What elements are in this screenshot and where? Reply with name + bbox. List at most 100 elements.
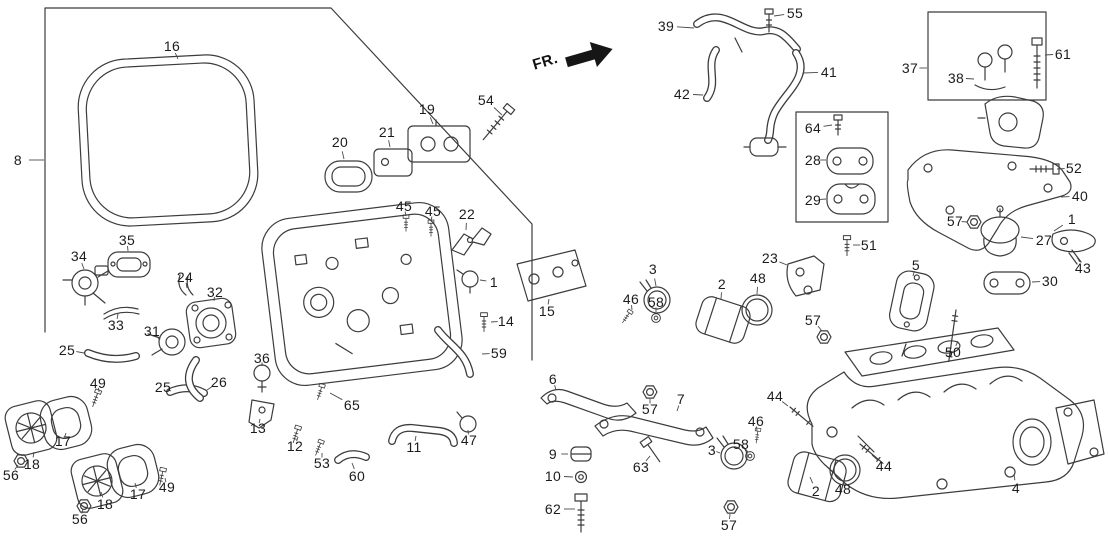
callout-30: 30 [1041, 273, 1059, 289]
callout-13: 13 [249, 420, 267, 436]
callout-17: 17 [129, 486, 147, 502]
part-18-cover-a [4, 400, 58, 456]
part-39-tube [693, 13, 801, 53]
callout-3: 3 [707, 442, 717, 458]
callout-7: 7 [676, 391, 686, 407]
part-28-plate [826, 147, 874, 175]
callout-9: 9 [548, 446, 558, 462]
part-17-gasket-a [39, 395, 93, 451]
part-7-stay [594, 415, 714, 446]
callout-18: 18 [23, 456, 41, 472]
part-16-air-cleaner-seal [77, 54, 259, 227]
callout-37: 37 [901, 60, 919, 76]
callout-57: 57 [804, 312, 822, 328]
part-42-hose [703, 46, 720, 102]
part-9-collar [570, 446, 592, 462]
part-59-hose [434, 326, 474, 378]
part-41-hose [764, 49, 805, 144]
callout-42: 42 [673, 86, 691, 102]
part-44-stud-a [789, 406, 814, 427]
callout-53: 53 [313, 455, 331, 471]
callout-3: 3 [648, 261, 658, 277]
part-chamber-cover [261, 202, 463, 386]
callout-56: 56 [71, 511, 89, 527]
callout-32: 32 [206, 284, 224, 300]
callout-45: 45 [424, 203, 442, 219]
callout-27: 27 [1035, 232, 1053, 248]
callout-48: 48 [834, 481, 852, 497]
part-26-hose [185, 356, 204, 402]
callout-45: 45 [395, 198, 413, 214]
callout-5: 5 [911, 257, 921, 273]
part-60-hose [334, 450, 370, 464]
callout-35: 35 [118, 232, 136, 248]
callout-52: 52 [1065, 160, 1083, 176]
callout-25: 25 [58, 342, 76, 358]
callout-33: 33 [107, 317, 125, 333]
part-18-cover-b [70, 453, 124, 509]
callout-31: 31 [143, 323, 161, 339]
callout-17: 17 [54, 433, 72, 449]
part-1-stay-right [1051, 229, 1096, 253]
callout-24: 24 [176, 269, 194, 285]
callout-14: 14 [497, 313, 515, 329]
callout-62: 62 [544, 501, 562, 517]
callout-2: 2 [717, 276, 727, 292]
frame-border [44, 7, 533, 361]
part-61-bolt [1031, 37, 1043, 89]
part-13-stay [248, 399, 275, 429]
callout-58: 58 [647, 294, 665, 310]
part-31-joint [147, 328, 186, 356]
callout-11: 11 [406, 439, 422, 455]
part-34-valve [62, 265, 109, 306]
part-54-bolt [482, 102, 516, 141]
callout-55: 55 [786, 5, 804, 21]
part-62-bolt [574, 493, 588, 533]
callout-58: 58 [732, 436, 750, 452]
callout-2: 2 [811, 483, 821, 499]
callout-59: 59 [490, 345, 508, 361]
part-35-gasket [107, 251, 151, 278]
callout-6: 6 [548, 371, 558, 387]
callout-57: 57 [946, 213, 964, 229]
callout-54: 54 [477, 92, 495, 108]
callout-57: 57 [641, 401, 659, 417]
callout-20: 20 [331, 134, 349, 150]
part-25-hose-a [84, 349, 140, 363]
callout-49: 49 [89, 375, 107, 391]
callout-22: 22 [458, 206, 476, 222]
part-30-gasket [983, 271, 1031, 295]
callout-57: 57 [720, 517, 738, 533]
callout-8: 8 [13, 152, 23, 168]
callout-21: 21 [378, 124, 396, 140]
callout-38: 38 [947, 70, 965, 86]
callout-39: 39 [657, 18, 675, 34]
part-64-bolt [833, 114, 843, 136]
callout-34: 34 [70, 248, 88, 264]
callout-41: 41 [820, 64, 838, 80]
part-32-body [185, 297, 237, 349]
part-33-pipe [103, 306, 140, 320]
part-6-stay [540, 388, 637, 421]
callout-40: 40 [1071, 188, 1089, 204]
part-27-egr-valve [980, 205, 1020, 257]
callout-46: 46 [622, 291, 640, 307]
fr-direction-arrow [565, 42, 613, 68]
part-check-valve [743, 137, 787, 157]
callout-47: 47 [460, 432, 478, 448]
callout-1: 1 [489, 274, 499, 290]
part-air-valve-body [977, 95, 1044, 149]
callout-10: 10 [544, 468, 562, 484]
part-23-stay [786, 255, 825, 297]
part-20-grommet [324, 160, 373, 193]
callout-60: 60 [348, 468, 366, 484]
callout-12: 12 [286, 438, 304, 454]
part-11-pipe [388, 423, 458, 447]
callout-23: 23 [761, 250, 779, 266]
callout-36: 36 [253, 350, 271, 366]
part-55-bolt [764, 8, 774, 33]
group-box-air-valve [927, 11, 1047, 101]
